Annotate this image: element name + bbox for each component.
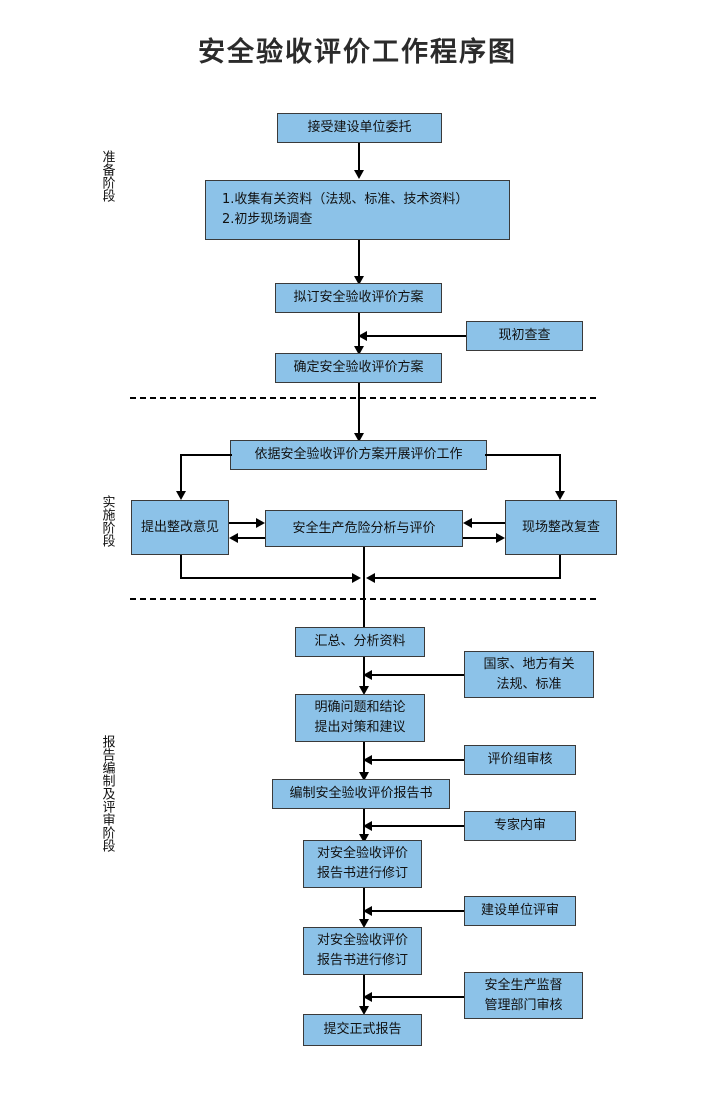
node-accept-commission[interactable]: 接受建设单位委托: [277, 113, 442, 143]
arrowhead-hazard-to-recheck: [496, 533, 505, 543]
connector-confirm-to-evaluation: [358, 383, 360, 440]
connector-revise2-to-submit: [363, 975, 365, 1012]
connector-hazard-to-recheck: [463, 537, 497, 539]
node-compile-report[interactable]: 编制安全验收评价报告书: [272, 779, 450, 809]
node-carry-out-evaluation[interactable]: 依据安全验收评价方案开展评价工作: [230, 440, 487, 470]
arrowhead-revise2-to-submit: [359, 1006, 369, 1015]
arrowhead-evaluation-to-recheck: [555, 491, 565, 500]
arrowhead-recheck-feedback: [366, 573, 375, 583]
node-confirm-plan-label: 确定安全验收评价方案: [293, 360, 424, 375]
phase-divider-2: [130, 598, 596, 600]
arrowhead-evaluation-to-rectification: [176, 491, 186, 500]
phase-label-reporting-char-0: 报告编制及评审阶段: [99, 735, 115, 852]
arrowhead-draft-to-confirm: [354, 346, 364, 355]
connector-evaluation-to-right-branch: [485, 454, 561, 456]
connector-rectification-feedback-down: [180, 555, 182, 578]
node-collect-data[interactable]: 1.收集有关资料（法规、标准、技术资料） 2.初步现场调查: [205, 180, 510, 240]
node-rectification-opinion[interactable]: 提出整改意见: [131, 500, 229, 555]
connector-collect-to-draft: [358, 240, 360, 277]
arrowhead-initial-check-to-main: [358, 331, 367, 341]
node-hazard-analysis[interactable]: 安全生产危险分析与评价: [265, 510, 463, 547]
arrowhead-hazard-to-rectification: [229, 533, 238, 543]
connector-expert-review-to-main: [371, 825, 464, 827]
connector-owner-review-to-main: [371, 910, 464, 912]
node-clarify-issues[interactable]: 明确问题和结论 提出对策和建议: [295, 694, 425, 742]
node-revise-report-2-label: 对安全验收评价 报告书进行修订: [316, 933, 408, 968]
arrowhead-rectification-to-hazard: [256, 518, 265, 528]
arrowhead-confirm-to-evaluation: [354, 433, 364, 442]
arrowhead-clarify-to-compile: [359, 772, 369, 781]
connector-clarify-to-compile: [363, 742, 365, 779]
node-rectification-opinion-label: 提出整改意见: [140, 519, 219, 535]
phase-label-preparation-char-0: 准备阶段: [99, 150, 115, 202]
node-collect-data-label: 1.收集有关资料（法规、标准、技术资料） 2.初步现场调查: [222, 192, 469, 227]
connector-compile-to-revise1: [363, 809, 365, 840]
node-authority-review[interactable]: 安全生产监督 管理部门审核: [464, 972, 583, 1019]
connector-evaluation-to-left-branch: [180, 454, 232, 456]
arrowhead-group-review-to-main: [363, 755, 372, 765]
connector-hazard-down-to-summarize: [363, 547, 365, 640]
connector-recheck-to-hazard: [471, 522, 505, 524]
node-submit-final-report[interactable]: 提交正式报告: [303, 1014, 422, 1046]
node-carry-out-evaluation-label: 依据安全验收评价方案开展评价工作: [254, 447, 463, 462]
arrowhead-standards-to-main: [363, 670, 372, 680]
node-site-recheck[interactable]: 现场整改复查: [505, 500, 617, 555]
node-revise-report-2[interactable]: 对安全验收评价 报告书进行修订: [303, 927, 422, 975]
node-expert-review[interactable]: 专家内审: [464, 811, 576, 841]
node-site-recheck-label: 现场整改复查: [521, 519, 600, 535]
connector-revise1-to-revise2: [363, 888, 365, 925]
node-accept-commission-label: 接受建设单位委托: [307, 120, 412, 135]
connector-initial-check-to-main: [366, 335, 466, 337]
connector-recheck-feedback-down: [559, 555, 561, 578]
node-group-review-label: 评价组审核: [487, 752, 553, 767]
node-summarize-data[interactable]: 汇总、分析资料: [295, 627, 425, 657]
node-group-review[interactable]: 评价组审核: [464, 745, 576, 775]
connector-group-review-to-main: [371, 759, 464, 761]
node-expert-review-label: 专家内审: [493, 818, 546, 833]
arrowhead-recheck-to-hazard: [463, 518, 472, 528]
connector-authority-review-to-main: [371, 996, 464, 998]
arrowhead-authority-review-to-main: [363, 992, 372, 1002]
node-authority-review-label: 安全生产监督 管理部门审核: [484, 977, 563, 1013]
phase-divider-1: [130, 397, 596, 399]
node-draft-plan[interactable]: 拟订安全验收评价方案: [275, 283, 442, 313]
phase-label-reporting: 报告编制及评审阶段: [92, 735, 122, 852]
connector-recheck-feedback-left: [374, 577, 561, 579]
arrowhead-compile-to-revise1: [359, 834, 369, 843]
arrowhead-owner-review-to-main: [363, 906, 372, 916]
node-owner-review-label: 建设单位评审: [480, 903, 559, 918]
node-site-initial-check-label: 现初查查: [498, 328, 551, 343]
arrowhead-expert-review-to-main: [363, 821, 372, 831]
node-revise-report-1[interactable]: 对安全验收评价 报告书进行修订: [303, 840, 422, 888]
node-submit-final-report-label: 提交正式报告: [323, 1022, 402, 1037]
phase-label-implementation-char-0: 实施阶段: [99, 495, 115, 547]
node-site-initial-check[interactable]: 现初查查: [466, 321, 583, 351]
node-summarize-data-label: 汇总、分析资料: [314, 634, 406, 649]
phase-label-implementation: 实施阶段: [92, 495, 122, 547]
node-hazard-analysis-label: 安全生产危险分析与评价: [292, 520, 436, 536]
connector-summarize-to-clarify: [363, 657, 365, 693]
arrowhead-summarize-to-clarify: [359, 686, 369, 695]
connector-hazard-to-rectification: [237, 537, 265, 539]
node-draft-plan-label: 拟订安全验收评价方案: [293, 290, 424, 305]
arrowhead-collect-to-draft: [354, 276, 364, 285]
connector-right-branch-down: [559, 454, 561, 496]
arrowhead-revise1-to-revise2: [359, 919, 369, 928]
node-owner-review[interactable]: 建设单位评审: [464, 896, 576, 926]
connector-accept-to-collect: [358, 143, 360, 171]
node-clarify-issues-label: 明确问题和结论 提出对策和建议: [314, 700, 406, 735]
arrowhead-accept-to-collect: [354, 170, 364, 179]
page-title: 安全验收评价工作程序图: [198, 37, 517, 68]
phase-label-preparation: 准备阶段: [92, 150, 122, 202]
connector-left-branch-down: [180, 454, 182, 496]
node-standards-reference-label: 国家、地方有关 法规、标准: [483, 656, 575, 692]
node-confirm-plan[interactable]: 确定安全验收评价方案: [275, 353, 442, 383]
arrowhead-rectification-feedback: [352, 573, 361, 583]
node-revise-report-1-label: 对安全验收评价 报告书进行修订: [316, 846, 408, 881]
node-compile-report-label: 编制安全验收评价报告书: [289, 786, 433, 801]
node-standards-reference[interactable]: 国家、地方有关 法规、标准: [464, 651, 594, 698]
connector-rectification-to-hazard: [229, 522, 259, 524]
connector-rectification-feedback-right: [180, 577, 355, 579]
connector-standards-to-main: [371, 674, 464, 676]
